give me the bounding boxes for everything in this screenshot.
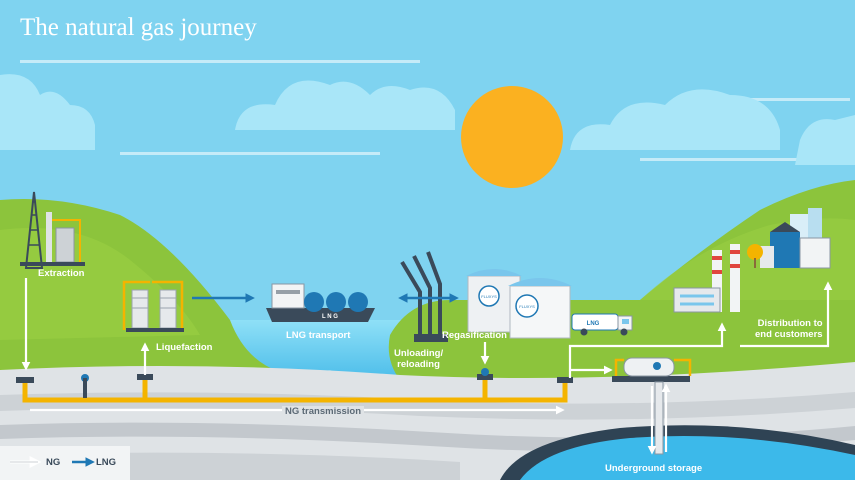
lng-tanker: L N G bbox=[266, 283, 375, 322]
label-liquefaction: Liquefaction bbox=[156, 342, 213, 353]
sun bbox=[461, 86, 563, 188]
label-extraction: Extraction bbox=[38, 268, 85, 279]
liquefaction-plant bbox=[122, 280, 184, 332]
cloud-left bbox=[0, 74, 95, 150]
label-ng-transmission: NG transmission bbox=[282, 406, 365, 417]
truck-lng-text: LNG bbox=[587, 321, 600, 327]
ng-pipeline bbox=[16, 368, 573, 403]
cloud-center bbox=[235, 80, 455, 130]
label-unloading-reloading: Unloading/ reloading bbox=[394, 348, 444, 370]
tank-logo: FLUXYS bbox=[481, 294, 497, 299]
underground-storage-reservoir bbox=[520, 436, 855, 480]
cloud-right bbox=[570, 89, 780, 150]
wind-streaks bbox=[20, 60, 850, 161]
page-title: The natural gas journey bbox=[20, 14, 257, 41]
legend-arrows bbox=[10, 456, 95, 468]
tank-logo-2: FLUXYS bbox=[519, 304, 535, 309]
power-plant bbox=[673, 244, 740, 313]
label-regasification: Regasification bbox=[442, 330, 507, 341]
storage-facility bbox=[612, 357, 692, 455]
label-lng-transport: LNG transport bbox=[286, 330, 351, 341]
legend-ng-label: NG bbox=[46, 457, 61, 468]
unloading-arms bbox=[400, 251, 448, 342]
ship-lng-text: L N G bbox=[322, 314, 338, 320]
legend: NG LNG bbox=[0, 446, 130, 480]
legend-lng-label: LNG bbox=[96, 457, 117, 468]
cloud-far-right bbox=[795, 115, 855, 165]
label-underground-storage: Underground storage bbox=[605, 463, 703, 474]
extraction-rig bbox=[20, 191, 85, 269]
lng-truck: LNG bbox=[571, 313, 633, 336]
city-buildings bbox=[747, 208, 831, 269]
label-distribution: Distribution to end customers bbox=[755, 318, 823, 340]
regasification-terminal: FLUXYS FLUXYS bbox=[466, 269, 572, 339]
